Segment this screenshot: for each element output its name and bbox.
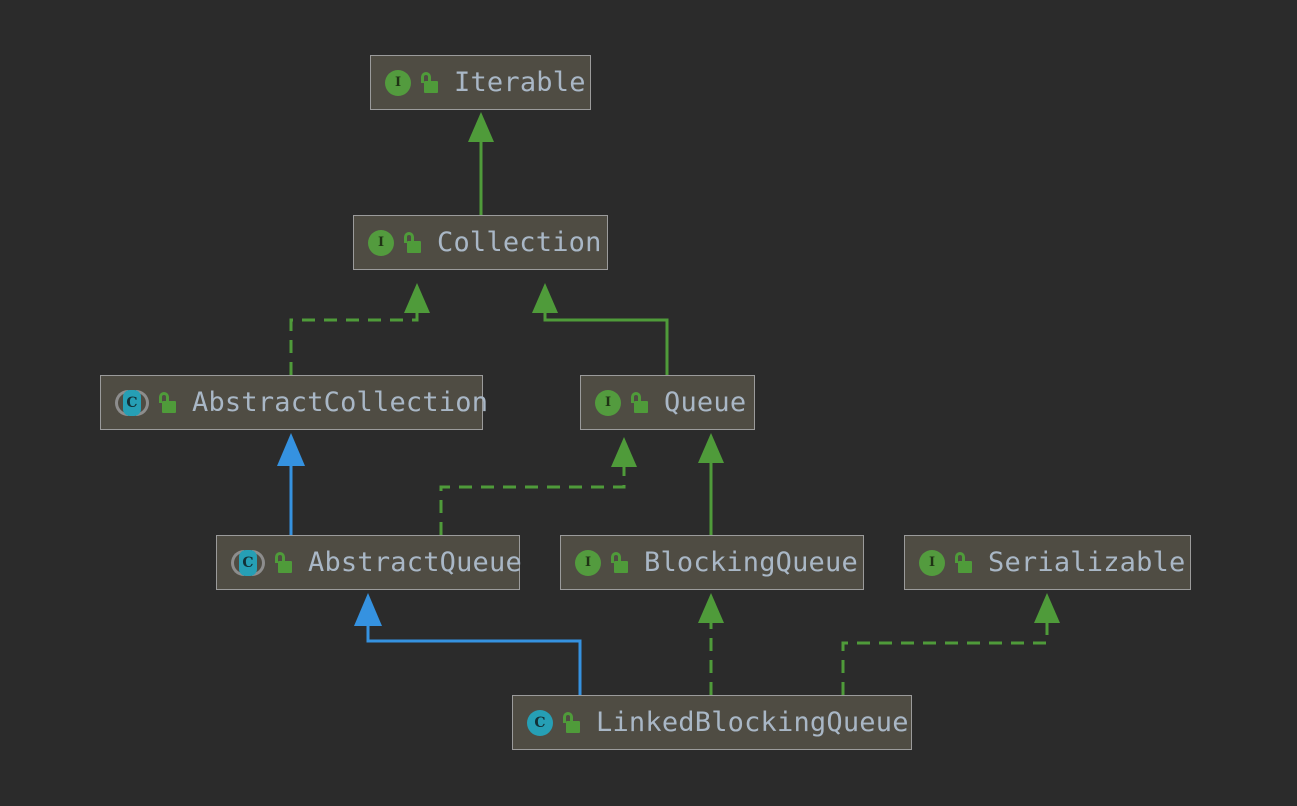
node-iterable-label: Iterable (454, 67, 586, 98)
open-padlock-icon (420, 71, 438, 94)
node-abstract-collection[interactable]: C AbstractCollection (100, 375, 488, 430)
edge-abstract-collection-to-collection[interactable] (289, 283, 430, 375)
interface-icon: I (595, 389, 621, 416)
edge-abstract-queue-to-queue[interactable] (439, 437, 637, 535)
open-padlock-icon (274, 551, 292, 574)
node-iterable[interactable]: I Iterable (370, 55, 591, 110)
class-icon: C (527, 709, 553, 736)
node-queue-icons: I (595, 389, 648, 416)
interface-icon: I (919, 549, 945, 576)
abstract-class-icon: C (231, 549, 265, 577)
node-collection-label: Collection (437, 227, 602, 258)
edge-abstract-queue-to-abstract-collection[interactable] (277, 433, 305, 535)
node-abstract-queue[interactable]: C AbstractQueue (216, 535, 522, 590)
node-queue[interactable]: I Queue (580, 375, 755, 430)
node-linked-blocking-queue[interactable]: C LinkedBlockingQueue (512, 695, 912, 750)
abstract-class-icon: C (115, 389, 149, 417)
edge-queue-to-collection[interactable] (532, 283, 669, 375)
node-abstract-queue-icons: C (231, 549, 292, 577)
open-padlock-icon (954, 551, 972, 574)
edge-linked-blocking-queue-to-blocking-queue[interactable] (698, 593, 724, 695)
node-queue-label: Queue (664, 387, 747, 418)
open-padlock-icon (403, 231, 421, 254)
interface-icon: I (385, 69, 411, 96)
interface-icon: I (368, 229, 394, 256)
node-blocking-queue-label: BlockingQueue (644, 547, 858, 578)
node-linked-blocking-queue-icons: C (527, 709, 580, 736)
node-linked-blocking-queue-label: LinkedBlockingQueue (596, 707, 909, 738)
open-padlock-icon (562, 711, 580, 734)
open-padlock-icon (630, 391, 648, 414)
node-collection[interactable]: I Collection (353, 215, 608, 270)
edge-collection-to-iterable[interactable] (468, 112, 494, 215)
node-serializable-label: Serializable (988, 547, 1186, 578)
open-padlock-icon (610, 551, 628, 574)
edge-linked-blocking-queue-to-serializable[interactable] (841, 593, 1060, 695)
open-padlock-icon (158, 391, 176, 414)
node-abstract-collection-label: AbstractCollection (192, 387, 489, 418)
interface-icon: I (575, 549, 601, 576)
node-blocking-queue-icons: I (575, 549, 628, 576)
edge-linked-blocking-queue-to-abstract-queue[interactable] (354, 593, 582, 695)
node-serializable-icons: I (919, 549, 972, 576)
edge-blocking-queue-to-queue[interactable] (698, 433, 724, 535)
abstract-class-icon-glyph: C (239, 549, 257, 576)
node-blocking-queue[interactable]: I BlockingQueue (560, 535, 864, 590)
node-iterable-icons: I (385, 69, 438, 96)
node-serializable[interactable]: I Serializable (904, 535, 1191, 590)
node-abstract-collection-icons: C (115, 389, 176, 417)
node-collection-icons: I (368, 229, 421, 256)
node-abstract-queue-label: AbstractQueue (308, 547, 522, 578)
abstract-class-icon-glyph: C (123, 389, 141, 416)
